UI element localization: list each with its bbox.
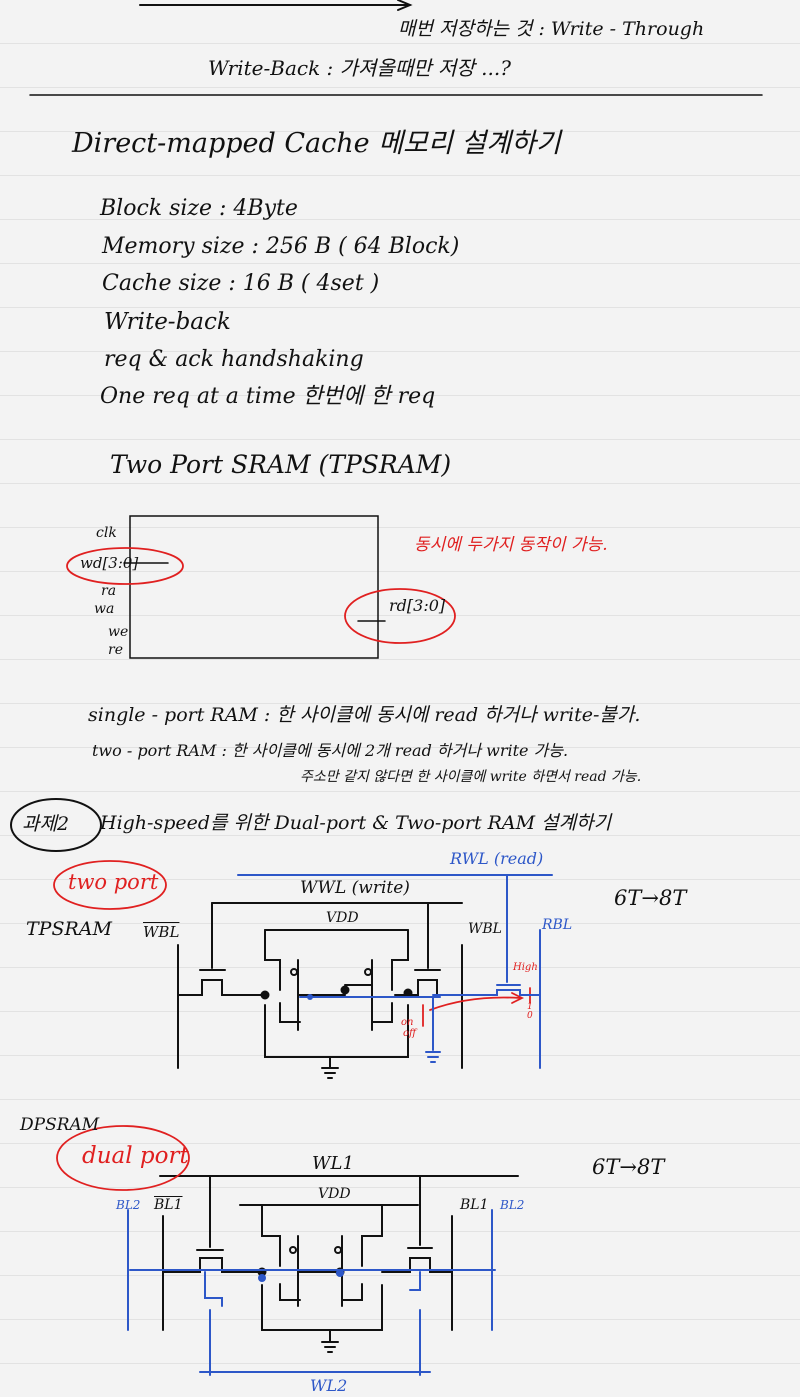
dpsram-label: DPSRAM — [20, 1115, 100, 1135]
wl2-label: WL2 — [310, 1376, 348, 1395]
assignment-badge: 과제2 — [22, 813, 70, 835]
tpsram-label: TPSRAM — [26, 918, 112, 940]
read-path-arrow — [429, 996, 521, 1011]
spec-write-back: Write-back — [104, 309, 231, 335]
write-back-line: Write-Back : 가져올때만 저장 ...? — [208, 56, 511, 80]
off-label: off — [403, 1028, 417, 1039]
dpsram-vdd-label: VDD — [318, 1186, 351, 1202]
on-label: on — [401, 1017, 414, 1028]
wd-annotation-ellipse — [66, 547, 184, 585]
pin-re: re — [108, 642, 123, 658]
top-arrow — [139, 0, 413, 11]
tpsram-read-port — [237, 874, 553, 1069]
pin-clk: clk — [96, 525, 117, 541]
bl1-label: BL1 — [460, 1197, 489, 1213]
spec-handshaking: req & ack handshaking — [104, 347, 364, 372]
high-label: High — [513, 962, 538, 973]
spec-block-size: Block size : 4Byte — [100, 196, 298, 221]
dpsram-second-port — [127, 1209, 496, 1376]
pin-wd: wd[3:0] — [80, 554, 139, 572]
tpsram-vdd-label: VDD — [326, 910, 359, 926]
mark-one: 1 — [527, 1002, 533, 1012]
tpsram-circuit — [177, 902, 463, 1079]
bl2-left-label: BL2 — [116, 1198, 141, 1212]
rbl-label: RBL — [542, 917, 573, 933]
section1-title: Direct-mapped Cache 메모리 설계하기 — [72, 128, 561, 159]
simultaneous-note: 동시에 두가지 동작이 가능. — [414, 535, 608, 555]
pin-rd: rd[3:0] — [389, 596, 446, 615]
assignment-title: High-speed를 위한 Dual-port & Two-port RAM … — [100, 812, 612, 834]
section2-title: Two Port SRAM (TPSRAM) — [110, 450, 452, 479]
dpsram-transform: 6T→8T — [592, 1155, 665, 1179]
spec-memory-size: Memory size : 256 B ( 64 Block) — [102, 234, 460, 259]
tpsram-block — [129, 515, 379, 659]
two-port-note: two - port RAM : 한 사이클에 동시에 2개 read 하거나 … — [92, 741, 569, 760]
pin-ra: ra — [101, 583, 117, 599]
two-port-ellipse — [53, 860, 167, 910]
wbl-label: WBL — [468, 921, 502, 937]
bl2-right-label: BL2 — [500, 1198, 525, 1212]
wbl-bar-label: WBL — [143, 923, 180, 941]
wl1-label: WL1 — [312, 1153, 354, 1174]
assignment-badge-circle — [10, 798, 102, 852]
tpsram-transform: 6T→8T — [614, 886, 687, 910]
rd-annotation-ellipse — [344, 588, 456, 644]
two-port-tag: two port — [68, 870, 159, 894]
spec-cache-size: Cache size : 16 B ( 4set ) — [102, 271, 380, 296]
dual-port-tag: dual port — [82, 1143, 189, 1169]
write-through-line: 매번 저장하는 것 : Write - Through — [398, 18, 705, 40]
dual-port-ellipse — [56, 1125, 190, 1191]
pin-we: we — [108, 624, 129, 640]
spec-one-req: One req at a time 한번에 한 req — [100, 384, 436, 409]
single-port-note: single - port RAM : 한 사이클에 동시에 read 하거나 … — [88, 704, 641, 726]
rwl-label: RWL (read) — [450, 849, 544, 868]
bl1-bar-label: BL1 — [154, 1197, 183, 1213]
pin-wa: wa — [94, 601, 115, 617]
mark-zero: 0 — [527, 1011, 533, 1021]
wwl-label: WWL (write) — [300, 878, 410, 898]
two-port-extra-note: 주소만 같지 않다면 한 사이클에 write 하면서 read 가능. — [300, 769, 642, 785]
